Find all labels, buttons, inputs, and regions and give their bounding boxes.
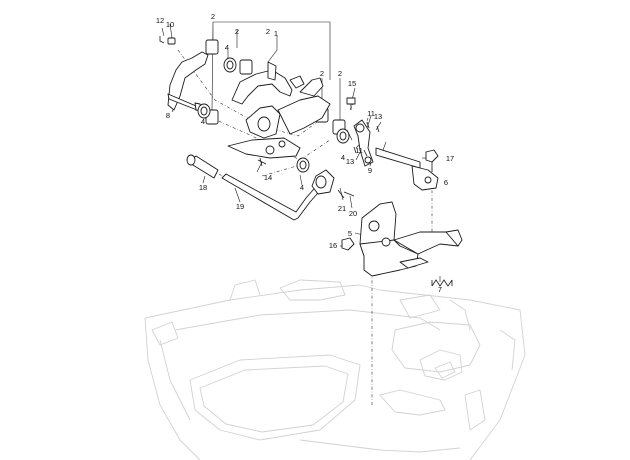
part-21-pin [337,189,345,199]
part-13-clips [353,125,380,154]
callout-14: 14 [264,173,272,182]
part-12-clip [159,36,165,44]
callout-17: 17 [446,154,454,163]
callout-15: 15 [348,79,356,88]
part-16-bolt [341,237,355,251]
callout-2: 2 [320,69,324,78]
callout-13: 13 [346,157,354,166]
callout-18: 18 [199,183,207,192]
callout-11: 11 [367,109,375,118]
callout-2: 2 [338,69,342,78]
callout-7: 7 [438,285,442,294]
callout-9: 9 [368,166,372,175]
part-20-pin [343,191,355,197]
part-17-bolt [425,149,439,172]
callout-1: 1 [274,29,278,38]
callout-16: 16 [329,241,337,250]
callout-12: 12 [156,16,164,25]
callout-4: 4 [201,117,205,126]
callout-13: 13 [374,112,382,121]
callout-5: 5 [348,229,352,238]
callout-19: 19 [236,202,244,211]
part-9-lever [353,119,374,167]
part-11-pins [363,121,370,157]
callout-2: 2 [211,12,215,21]
callout-21: 21 [338,204,346,213]
callout-20: 20 [349,209,357,218]
part-8-bracket [167,51,209,112]
part-10-bushing [167,37,176,45]
callout-4: 4 [341,153,345,162]
callout-6: 6 [444,178,448,187]
part-14-pin [257,157,267,167]
part-6-rod [375,147,439,191]
part-18-grip [186,154,219,179]
callout-4: 4 [300,183,304,192]
callout-2: 2 [266,27,270,36]
callout-10: 10 [166,20,174,29]
callout-labels: 1 2 2 2 2 2 4 4 4 4 5 6 7 8 9 10 11 11 1… [156,12,454,294]
callout-2: 2 [235,27,239,36]
part-19-rod [221,173,325,221]
part-15-bolt [346,97,356,110]
background-chassis [144,279,526,460]
part-4-rings [197,57,350,173]
part-7-spring [431,279,453,287]
part-5-bracket [359,201,463,277]
callout-8: 8 [166,111,170,120]
part-1-linkage-assembly [227,61,331,159]
part-4-collar [311,169,335,195]
callout-11: 11 [355,146,363,155]
callout-4: 4 [225,43,229,52]
